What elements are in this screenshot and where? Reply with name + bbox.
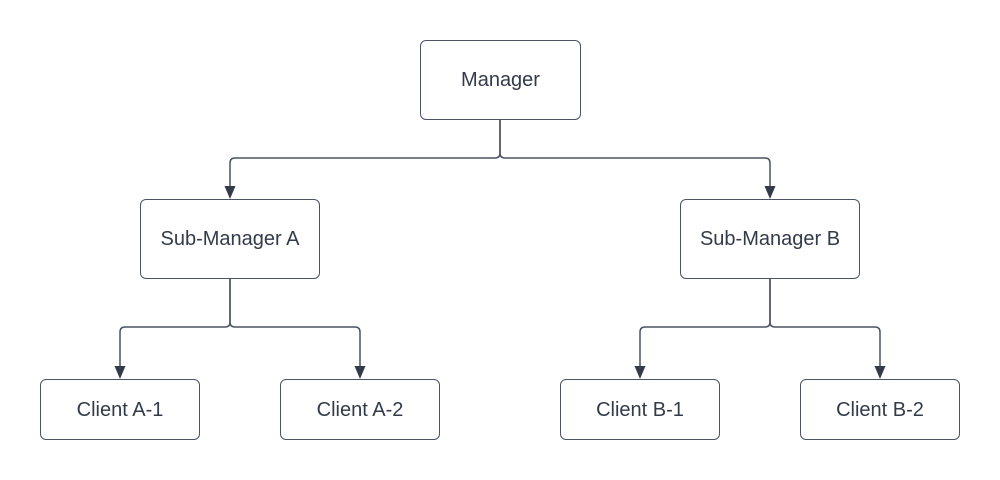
node-client-b1: Client B-1 [560,379,720,440]
node-client-a2-label: Client A-2 [316,398,404,421]
edge-manager-sub-b [499,120,771,186]
edge-manager-sub-a [229,120,501,186]
node-client-b2-label: Client B-2 [836,398,924,421]
arrow-down-icon [764,186,776,199]
node-client-b2: Client B-2 [800,379,960,440]
arrow-down-icon [874,366,886,379]
node-manager-label: Manager [461,69,540,91]
arrow-down-icon [224,186,236,199]
node-client-a1: Client A-1 [40,379,200,440]
node-client-a2: Client A-2 [280,379,440,440]
edge-sub-a-client-a1 [119,279,231,366]
node-client-b1-label: Client B-1 [596,398,684,421]
node-manager: Manager [420,40,581,120]
arrow-down-icon [354,366,366,379]
arrow-down-icon [114,366,126,379]
node-sub-manager-b: Sub-Manager B [680,199,860,279]
node-client-a1-label: Client A-1 [76,398,164,421]
edge-sub-a-client-a2 [229,279,361,366]
edge-sub-b-client-b1 [639,279,771,366]
node-sub-manager-a: Sub-Manager A [140,199,320,279]
arrow-down-icon [634,366,646,379]
node-sub-manager-b-label: Sub-Manager B [699,228,841,250]
edge-sub-b-client-b2 [769,279,881,366]
node-sub-manager-a-label: Sub-Manager A [160,228,300,250]
